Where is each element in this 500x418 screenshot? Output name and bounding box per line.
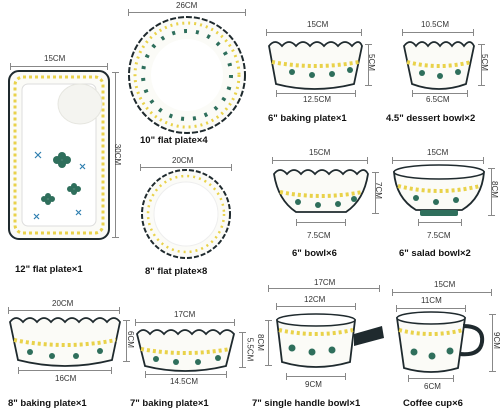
caption-8-baking-plate: 8" baking plate×1 [8,398,87,409]
dim-top: 15CM [309,148,331,157]
dim-top: 15CM [307,20,329,29]
dim-top: 15CM [427,148,449,157]
dim-bottom: 16CM [55,374,77,383]
dim-top: 20CM [52,299,74,308]
caption-7-baking-plate: 7" baking plate×1 [130,398,209,409]
caption-6-bowl: 6" bowl×6 [292,248,337,259]
caption-12-flat-plate: 12" flat plate×1 [15,264,83,275]
dim-bottom: 6CM [424,382,441,391]
dim-top: 12CM [304,295,326,304]
caption-4-5-dessert-bowl: 4.5" dessert bowl×2 [386,113,476,124]
dim-bottom: 7.5CM [427,231,451,240]
dim-diameter: 26CM [176,1,198,10]
dim-bottom: 6.5CM [426,95,450,104]
dim-height: 9CM [491,332,500,349]
dim-overall: 15CM [434,280,456,289]
dim-bottom: 12.5CM [303,95,332,104]
dim-overall: 17CM [314,278,336,287]
dim-diameter: 20CM [172,156,194,165]
dim-bottom: 14.5CM [170,377,199,386]
dim-top: 17CM [174,310,196,319]
caption-6-salad-bowl: 6" salad bowl×2 [399,248,471,259]
dim-bottom: 7.5CM [307,231,331,240]
dim-bottom: 9CM [305,380,322,389]
dim-top: 11CM [421,296,442,305]
dim-width: 15CM [44,54,66,63]
caption-8-flat-plate: 8" flat plate×8 [145,266,208,277]
caption-7-single-handle-bowl: 7" single handle bowl×1 [252,398,361,409]
caption-6-baking-plate: 6" baking plate×1 [268,113,347,124]
caption-10-flat-plate: 10" flat plate×4 [140,135,208,146]
dim-top: 10.5CM [421,20,450,29]
caption-coffee-cup: Coffee cup×6 [403,398,463,409]
